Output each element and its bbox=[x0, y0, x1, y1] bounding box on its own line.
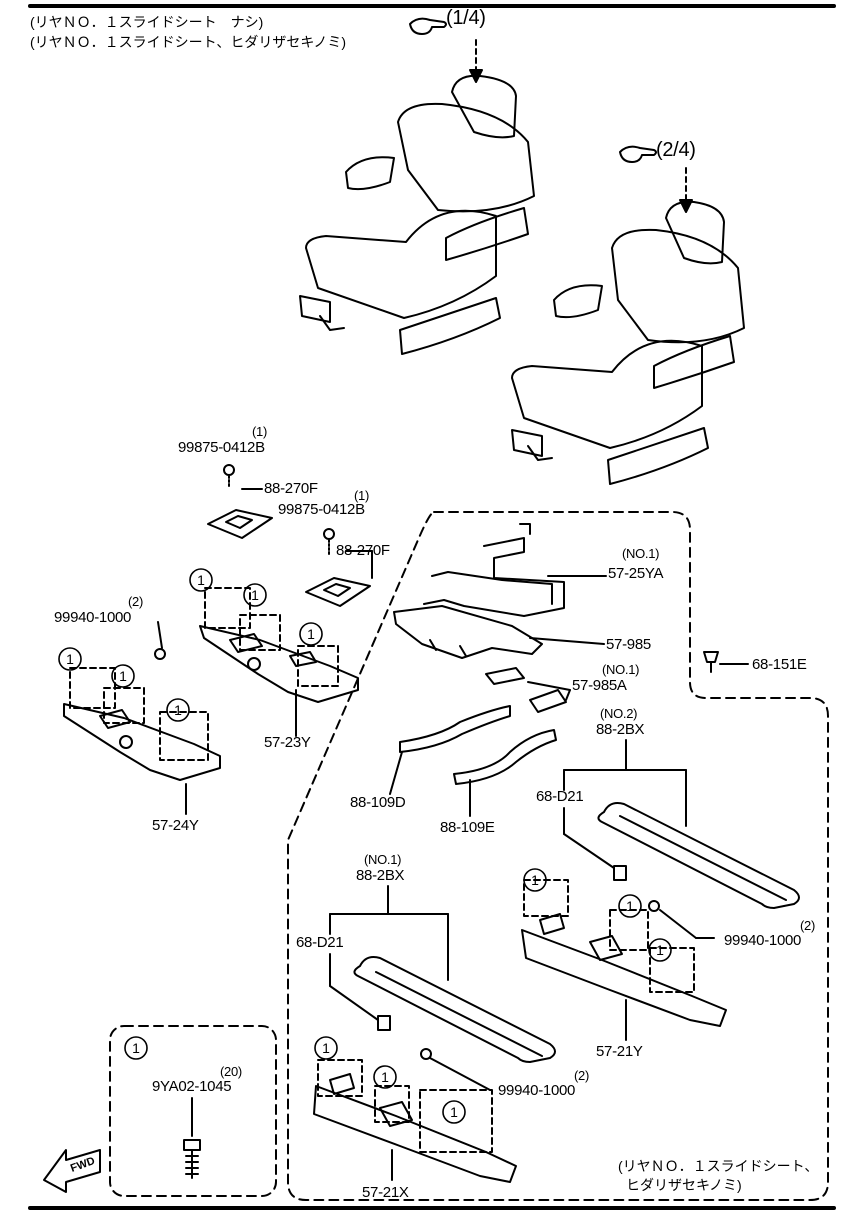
part-qty: (NO.1) bbox=[364, 852, 402, 867]
part-qty: (NO.2) bbox=[600, 706, 638, 721]
header-note: (リヤＮＯ．１スライドシート ナシ) bbox=[30, 14, 264, 30]
callout-marker bbox=[618, 894, 642, 918]
part-label[interactable]: 99875-0412B bbox=[278, 501, 365, 518]
legend-part-label[interactable]: 9YA02-1045 bbox=[152, 1078, 232, 1095]
callout-markers bbox=[58, 568, 672, 1124]
part-qty: (1) bbox=[252, 424, 267, 439]
bolt-icon bbox=[223, 464, 235, 489]
footer-note: ヒダリザセキノミ) bbox=[626, 1177, 742, 1193]
callout-marker bbox=[442, 1100, 466, 1124]
part-label[interactable]: 99875-0412B bbox=[178, 439, 265, 456]
bolt-icon bbox=[183, 1139, 201, 1179]
legend-qty: (20) bbox=[220, 1064, 242, 1079]
part-label[interactable]: 57-21X bbox=[362, 1184, 409, 1201]
part-label[interactable]: 88-109E bbox=[440, 819, 495, 836]
callout-marker bbox=[314, 1036, 338, 1060]
part-qty: (2) bbox=[128, 594, 143, 609]
part-label[interactable]: 57-23Y bbox=[264, 734, 311, 751]
callout-label: 1 bbox=[450, 1104, 458, 1120]
callout-label: 1 bbox=[656, 942, 664, 958]
strap-88-109d bbox=[399, 705, 511, 753]
rear-seat-illustration bbox=[299, 74, 535, 355]
clip-68-151e bbox=[703, 651, 719, 673]
fwd-arrow-icon bbox=[43, 1149, 101, 1193]
part-label[interactable]: 68-D21 bbox=[536, 788, 584, 805]
callout-marker bbox=[373, 1065, 397, 1089]
callout-marker-labels: 1 1 1 1 1 1 1 1 1 1 1 1 1 bbox=[66, 572, 664, 1120]
part-label[interactable]: 57-25YA bbox=[608, 565, 664, 582]
part-label[interactable]: 99940-1000 bbox=[724, 932, 802, 949]
part-label[interactable]: 88-109D bbox=[350, 794, 406, 811]
callout-label: 1 bbox=[119, 668, 127, 684]
assembly-outline bbox=[287, 511, 829, 1201]
callout-marker bbox=[243, 583, 267, 607]
reference-link[interactable]: (2/4) bbox=[656, 139, 696, 161]
callout-label: 1 bbox=[197, 572, 205, 588]
callout-label: 1 bbox=[174, 702, 182, 718]
clip-icon bbox=[613, 865, 627, 881]
part-qty: (2) bbox=[800, 918, 815, 933]
cover-part bbox=[305, 577, 371, 607]
part-qty: (NO.1) bbox=[622, 546, 660, 561]
part-label[interactable]: 57-21Y bbox=[596, 1043, 643, 1060]
callout-label: 1 bbox=[322, 1040, 330, 1056]
part-label[interactable]: 99940-1000 bbox=[54, 609, 132, 626]
part-label[interactable]: 88-2BX bbox=[596, 721, 645, 738]
part-qty: (1) bbox=[354, 488, 369, 503]
part-label[interactable]: 99940-1000 bbox=[498, 1082, 576, 1099]
part-qty: (2) bbox=[574, 1068, 589, 1083]
callout-marker bbox=[58, 647, 82, 671]
clip-57-985a bbox=[485, 667, 567, 713]
reference-link[interactable]: (1/4) bbox=[446, 7, 486, 29]
bolt-icon bbox=[323, 528, 335, 555]
callout-marker bbox=[124, 1036, 148, 1060]
wire-frame-57-25ya bbox=[423, 523, 565, 617]
hand-icon bbox=[409, 17, 447, 35]
header-note: (リヤＮＯ．１スライドシート、ヒダリザセキノミ) bbox=[30, 34, 347, 50]
legend-box bbox=[109, 1025, 277, 1197]
rear-seat-illustration bbox=[511, 200, 745, 485]
callout-label: 1 bbox=[251, 587, 259, 603]
part-label[interactable]: 88-270F bbox=[264, 480, 318, 497]
callout-marker bbox=[111, 664, 135, 688]
callout-marker bbox=[166, 698, 190, 722]
cover-part bbox=[207, 509, 273, 539]
callout-marker bbox=[299, 622, 323, 646]
part-label[interactable]: 68-151E bbox=[752, 656, 807, 673]
rail-cover-88-2bx bbox=[597, 802, 800, 909]
callout-label: 1 bbox=[132, 1040, 140, 1056]
callout-label: 1 bbox=[381, 1069, 389, 1085]
callout-marker bbox=[189, 568, 213, 592]
hand-icon bbox=[619, 145, 657, 163]
rail-cover-88-2bx bbox=[353, 956, 556, 1063]
clip-icon bbox=[648, 900, 660, 912]
part-label[interactable]: 88-2BX bbox=[356, 867, 405, 884]
strap-88-109e bbox=[453, 729, 557, 785]
rail-57-21x bbox=[313, 1073, 517, 1183]
part-label[interactable]: 68-D21 bbox=[296, 934, 344, 951]
part-label[interactable]: 57-985 bbox=[606, 636, 651, 653]
callout-label: 1 bbox=[626, 898, 634, 914]
part-label[interactable]: 88-270F bbox=[336, 542, 390, 559]
callout-label: 1 bbox=[531, 872, 539, 888]
footer-note: (リヤＮＯ．１スライドシート、 bbox=[618, 1158, 819, 1174]
callout-marker bbox=[523, 868, 547, 892]
bracket-57-23y bbox=[199, 625, 359, 703]
rail-57-21y bbox=[521, 913, 727, 1027]
part-qty: (NO.1) bbox=[602, 662, 640, 677]
clip-icon bbox=[377, 1015, 391, 1031]
callout-label: 1 bbox=[307, 626, 315, 642]
part-label[interactable]: 57-985A bbox=[572, 677, 627, 694]
clip-icon bbox=[154, 648, 166, 660]
clip-icon bbox=[420, 1048, 432, 1060]
bracket-57-24y bbox=[63, 703, 221, 781]
part-label[interactable]: 57-24Y bbox=[152, 817, 199, 834]
callout-label: 1 bbox=[66, 651, 74, 667]
callout-marker bbox=[648, 938, 672, 962]
panel-57-985 bbox=[393, 605, 543, 659]
